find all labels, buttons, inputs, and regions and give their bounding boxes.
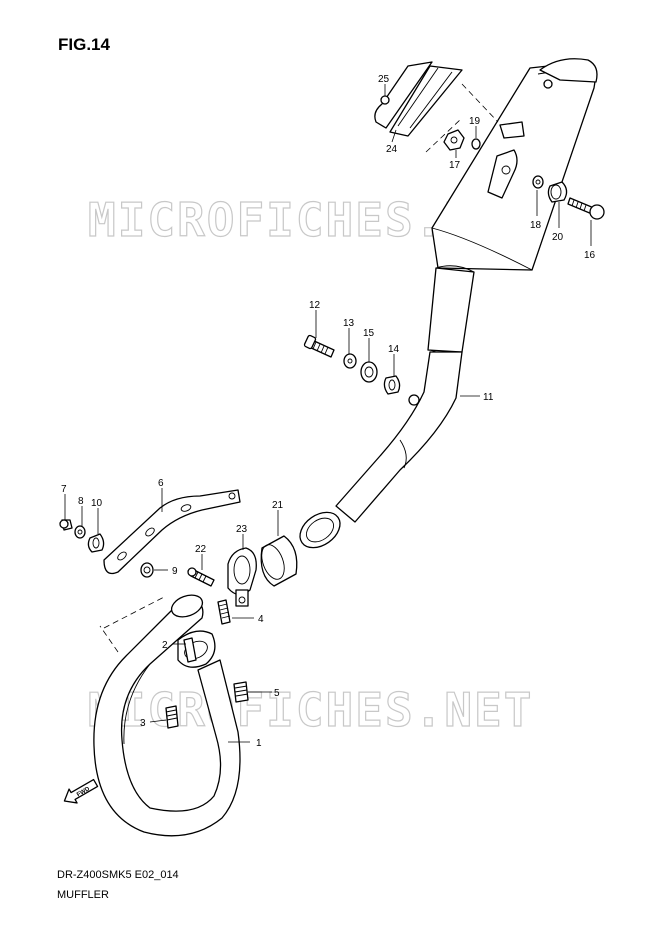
nut-part-5[interactable] [233, 681, 249, 703]
bolt-part-7[interactable] [59, 519, 73, 531]
bolt-part-12[interactable] [303, 334, 335, 358]
muffler-part-11[interactable] [293, 58, 598, 555]
callout-17: 17 [449, 160, 461, 171]
callout-22: 22 [195, 544, 207, 555]
figure-title: MUFFLER [57, 889, 109, 901]
screw-part-25[interactable] [380, 95, 390, 105]
guide-line-protector [425, 83, 499, 153]
bolt-part-22[interactable] [187, 567, 215, 587]
gasket-part-21[interactable] [257, 535, 298, 587]
callout-18: 18 [530, 220, 542, 231]
cushion-part-10[interactable] [87, 533, 105, 553]
callout-25: 25 [378, 74, 390, 85]
callout-2: 2 [162, 640, 168, 651]
nut-part-17[interactable] [443, 129, 465, 151]
callout-23: 23 [236, 524, 248, 535]
callout-12: 12 [309, 300, 321, 311]
callout-24: 24 [386, 144, 398, 155]
callout-9: 9 [172, 566, 178, 577]
stud-part-2[interactable] [183, 637, 197, 663]
callout-6: 6 [158, 478, 164, 489]
callout-11: 11 [483, 392, 494, 403]
washer-part-19[interactable] [471, 138, 481, 150]
callout-7: 7 [61, 484, 67, 495]
heat-protector-part-24[interactable] [374, 61, 463, 137]
bushing-part-20[interactable] [547, 181, 568, 203]
leader-lines [64, 84, 592, 743]
callout-13: 13 [343, 318, 355, 329]
collar-part-14[interactable] [383, 375, 401, 395]
washer-part-8[interactable] [74, 525, 86, 539]
washer-part-18[interactable] [532, 175, 544, 189]
washer-part-13[interactable] [343, 353, 357, 369]
callout-19: 19 [469, 116, 481, 127]
callout-15: 15 [363, 328, 375, 339]
figure-number: FIG.14 [58, 35, 111, 54]
grommet-part-15[interactable] [360, 361, 378, 383]
callout-16: 16 [584, 250, 596, 261]
callout-1: 1 [256, 738, 262, 749]
callout-4: 4 [258, 614, 264, 625]
callout-21: 21 [272, 500, 284, 511]
watermark-bottom: MICROFICHES.NET [88, 683, 533, 737]
callout-5: 5 [274, 688, 280, 699]
figure-code: DR-Z400SMK5 E02_014 [57, 869, 179, 881]
callout-14: 14 [388, 344, 400, 355]
clamp-part-23[interactable] [227, 547, 257, 607]
bolt-part-3[interactable] [165, 705, 179, 729]
callout-8: 8 [78, 496, 84, 507]
forward-direction-badge: FWD [63, 778, 99, 804]
bolt-part-16[interactable] [567, 197, 605, 220]
stud-part-4[interactable] [217, 599, 231, 625]
collar-part-9[interactable] [140, 562, 154, 578]
callout-3: 3 [140, 718, 146, 729]
guide-line-header [99, 595, 167, 653]
callout-20: 20 [552, 232, 564, 243]
callouts: 1 2 3 4 5 6 7 8 9 10 11 12 13 14 15 16 1… [61, 74, 596, 749]
callout-10: 10 [91, 498, 103, 509]
muffler-bracket-part-6[interactable] [103, 489, 241, 575]
